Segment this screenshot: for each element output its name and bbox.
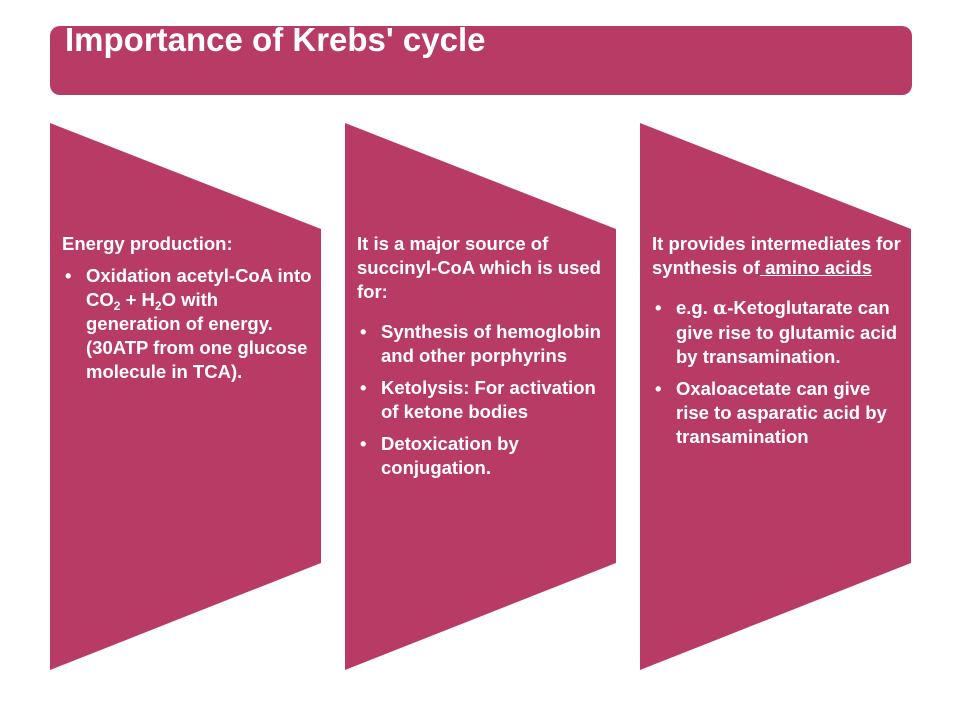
column-heading: It provides intermediates for synthesis … — [652, 232, 904, 280]
bullet-item: Ketolysis: For activation of ketone bodi… — [357, 376, 613, 424]
column-heading: It is a major source of succinyl-CoA whi… — [357, 233, 601, 302]
bullet-list: Oxidation acetyl-CoA into CO2 + H2O with… — [62, 264, 314, 384]
bullet-text: + H — [120, 289, 155, 310]
bullet-list: Synthesis of hemoglobin and other porphy… — [357, 320, 613, 480]
bullet-item: Detoxication by conjugation. — [357, 432, 613, 480]
column-succinyl-coa: It is a major source of succinyl-CoA whi… — [357, 232, 613, 488]
bullet-item: Oxaloacetate can give rise to asparatic … — [652, 377, 904, 449]
slide-title: Importance of Krebs' cycle — [65, 21, 486, 58]
column-intermediates: It provides intermediates for synthesis … — [652, 232, 904, 457]
bullet-item: e.g. α-Ketoglutarate can give rise to gl… — [652, 296, 904, 369]
bullet-item: Synthesis of hemoglobin and other porphy… — [357, 320, 613, 368]
bullet-item: Oxidation acetyl-CoA into CO2 + H2O with… — [62, 264, 314, 384]
bullet-text: Oxidation acetyl-CoA into CO — [86, 265, 312, 310]
subscript: 2 — [113, 299, 121, 313]
bullet-text: O with generation of energy. (30ATP from… — [86, 289, 308, 382]
column-energy-production: Energy production: Oxidation acetyl-CoA … — [62, 232, 314, 392]
column-heading: Energy production: — [62, 233, 233, 254]
title-banner: Importance of Krebs' cycle — [50, 21, 912, 95]
bullet-text: e.g. — [676, 297, 714, 318]
subscript: 2 — [154, 299, 162, 313]
column-1-shape — [50, 123, 321, 670]
alpha-symbol: α — [713, 298, 728, 319]
heading-text: It provides intermediates for synthesis … — [652, 233, 901, 278]
bullet-list: e.g. α-Ketoglutarate can give rise to gl… — [652, 296, 904, 449]
bullet-text: -Ketoglutarate can give rise to glutamic… — [676, 297, 898, 367]
amino-acids-link-text: amino acids — [759, 257, 873, 278]
